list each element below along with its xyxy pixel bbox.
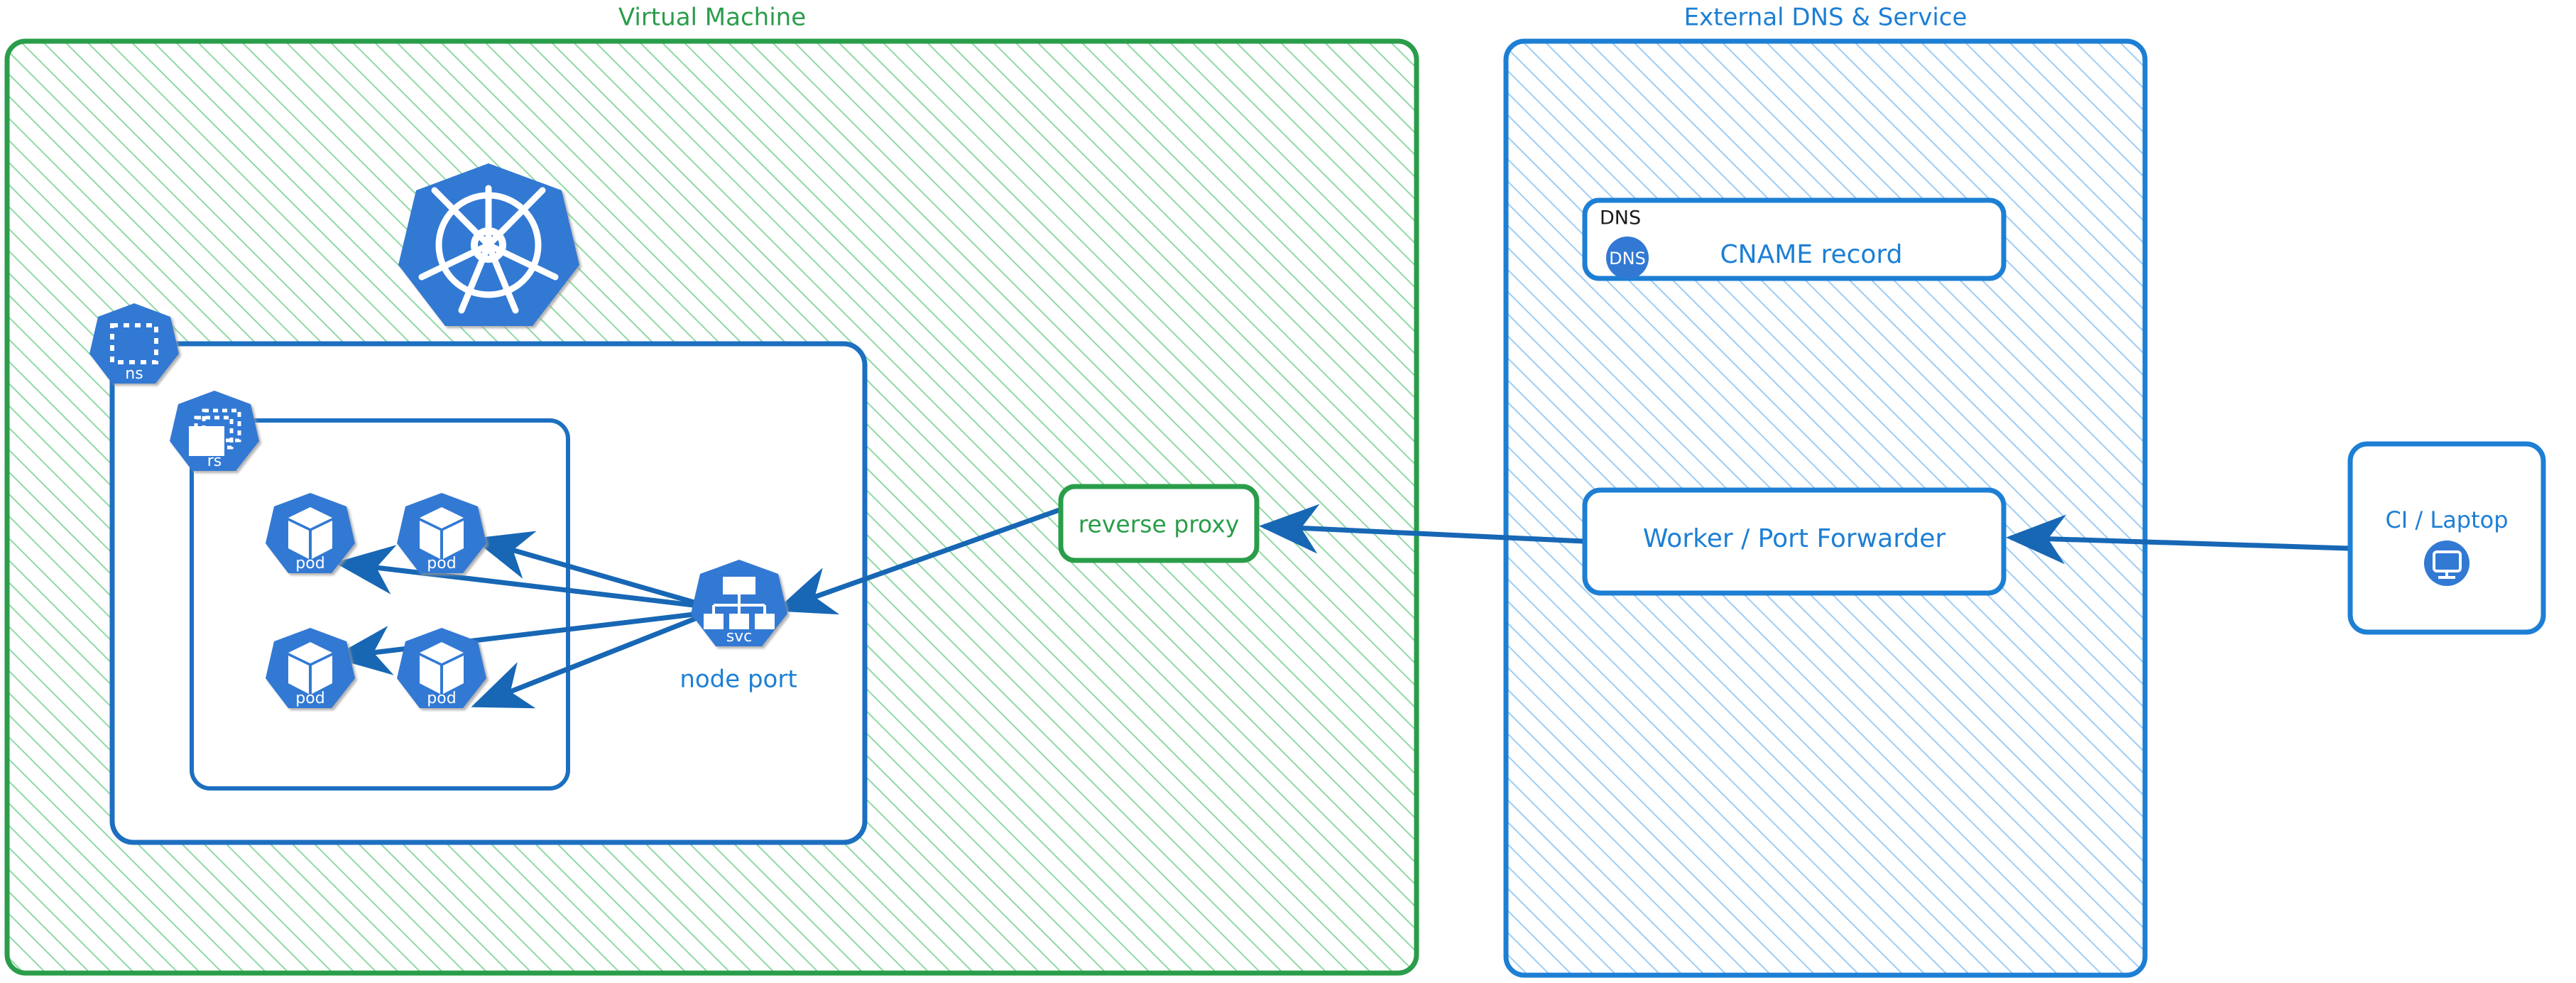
node-pod-1-label: pod: [295, 555, 324, 572]
node-pod-4: pod: [397, 628, 486, 708]
arrow-ci-laptop-to-worker: [2006, 514, 2349, 565]
dns-badge-icon: [1606, 237, 1649, 279]
node-pod-3-label: pod: [295, 690, 324, 707]
node-replicaset: rs: [170, 391, 259, 471]
worker-port-forwarder-rect[interactable]: [1582, 487, 2007, 596]
node-pod-2-label: pod: [427, 555, 456, 572]
reverse-proxy-label: reverse proxy: [1079, 511, 1240, 538]
reverse-proxy-rect[interactable]: [1058, 484, 1260, 563]
dns-badge-label: DNS: [1609, 249, 1646, 268]
ci-laptop-label: CI / Laptop: [2385, 506, 2508, 533]
service-to-pod-arrows: [332, 531, 713, 709]
node-pod-1: pod: [266, 493, 355, 573]
ci-laptop-box[interactable]: CI / Laptop: [2347, 441, 2546, 635]
monitor-icon: [2424, 541, 2469, 586]
node-namespace-label: ns: [125, 365, 143, 383]
node-pod-2: pod: [397, 493, 486, 573]
virtual-machine-title: Virtual Machine: [618, 4, 806, 32]
dns-cname-box[interactable]: DNS DNS CNAME record: [1582, 197, 2007, 281]
cname-record-label: CNAME record: [1720, 240, 1903, 269]
arrow-reverse-proxy-to-service: [775, 507, 1061, 615]
ci-laptop-rect[interactable]: [2347, 441, 2546, 635]
worker-port-forwarder-box[interactable]: Worker / Port Forwarder: [1582, 487, 2007, 596]
node-replicaset-label: rs: [207, 452, 222, 470]
arrow-svc-to-pod-4: [471, 609, 713, 709]
node-pod-4-label: pod: [427, 690, 456, 707]
node-service: svc: [691, 560, 787, 646]
node-port-label: node port: [680, 666, 797, 694]
kubernetes-wheel-icon: [398, 163, 579, 326]
reverse-proxy-box[interactable]: reverse proxy: [1058, 484, 1260, 563]
node-service-label: svc: [726, 628, 753, 646]
replicaset-box: [190, 418, 570, 791]
node-namespace: ns: [89, 303, 179, 384]
arrow-svc-to-pod-2: [472, 531, 712, 610]
dns-cname-rect[interactable]: [1582, 197, 2007, 281]
arrow-svc-to-pod-3: [332, 609, 712, 675]
dns-box-caption: DNS: [1600, 207, 1641, 229]
external-dns-title: External DNS & Service: [1684, 4, 1968, 32]
worker-port-forwarder-label: Worker / Port Forwarder: [1643, 524, 1946, 553]
arrow-worker-to-reverse-proxy: [1259, 504, 1584, 554]
node-pod-3: pod: [266, 628, 355, 708]
arrow-svc-to-pod-1: [334, 545, 712, 610]
